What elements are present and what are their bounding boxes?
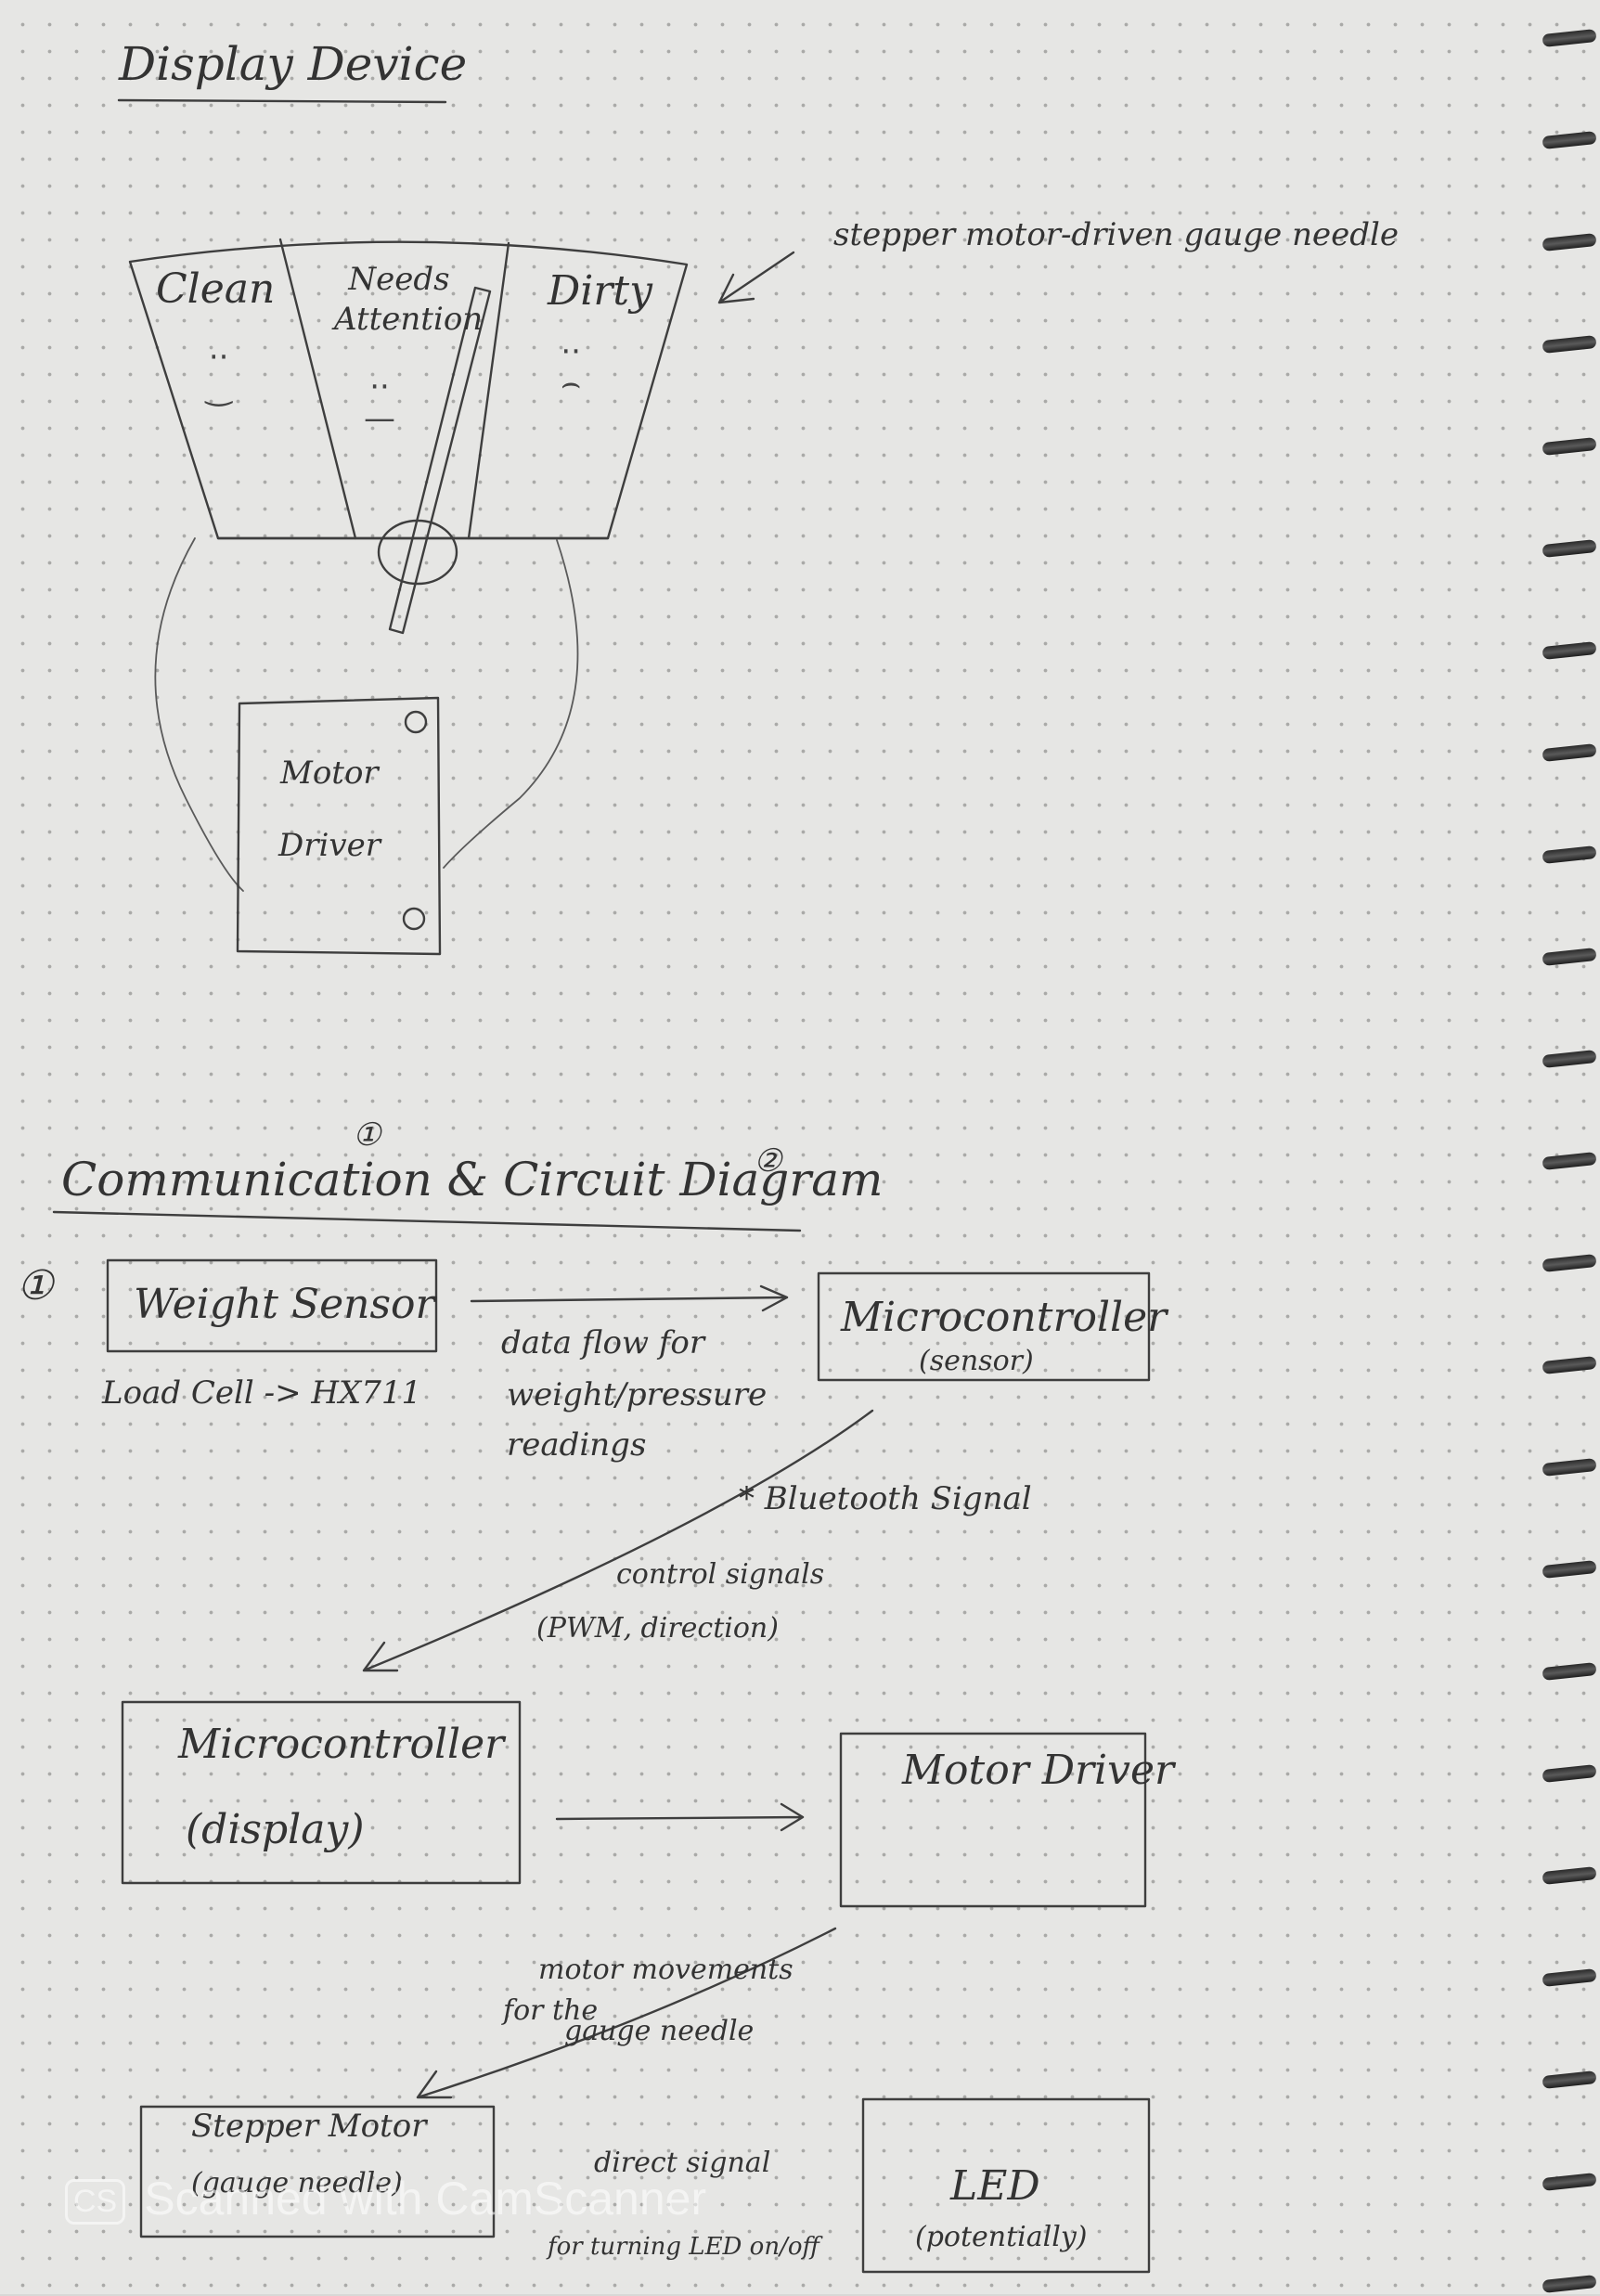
- needle-note: stepper motor-driven gauge needle: [833, 216, 1399, 253]
- zone-label-clean: Clean: [156, 265, 276, 313]
- spiral-coil: [1535, 1559, 1600, 1581]
- spiral-coil: [1535, 947, 1600, 969]
- direct-signal-note-2: for turning LED on/off: [548, 2233, 819, 2261]
- motor-movements-note-2: for the: [503, 1994, 599, 2027]
- direct-signal-note-1: direct signal: [594, 2147, 771, 2179]
- motor-movements-note-3: gauge needle: [564, 2015, 755, 2047]
- micro-display-label: Microcontroller: [178, 1721, 505, 1768]
- motor-movements-note-1: motor movements: [538, 1954, 794, 1986]
- zone-label-dirty: Dirty: [548, 267, 652, 315]
- stepper-motor-label: Stepper Motor: [191, 2108, 427, 2145]
- spiral-coil: [1535, 742, 1600, 765]
- gauge-outline: [128, 240, 689, 540]
- motor-driver-box: [839, 1732, 1147, 1908]
- wire-left: [154, 537, 244, 892]
- arrow-driver-to-stepper: [416, 1927, 837, 2099]
- spiral-coil: [1535, 1661, 1600, 1683]
- spiral-coil: [1535, 1865, 1600, 1888]
- spiral-coil: [1535, 2172, 1600, 2194]
- led-box: [861, 2097, 1151, 2274]
- scanner-watermark: CS Scanned with CamScanner: [65, 2172, 706, 2225]
- wire-right: [443, 539, 579, 869]
- data-flow-note-2: weight/pressure: [507, 1376, 768, 1413]
- led-sub: (potentially): [915, 2221, 1088, 2253]
- micro-sensor-sub: (sensor): [919, 1345, 1034, 1377]
- spiral-coil: [1535, 1355, 1600, 1377]
- spiral-coil: [1535, 1151, 1600, 1173]
- spiral-coil: [1535, 28, 1600, 50]
- bluetooth-note: * Bluetooth Signal: [739, 1480, 1032, 1517]
- spiral-coil: [1535, 334, 1600, 356]
- data-flow-note-1: data flow for: [501, 1324, 705, 1361]
- motor-driver-board: [236, 696, 442, 956]
- display-section-title: Display Device: [119, 37, 468, 91]
- motor-driver-label-line2: Driver: [278, 827, 381, 864]
- spiral-coil: [1535, 232, 1600, 254]
- motor-driver-box-label: Motor Driver: [902, 1747, 1175, 1794]
- spiral-coil: [1535, 1763, 1600, 1786]
- spiral-coil: [1535, 1049, 1600, 1071]
- spiral-coil: [1535, 1967, 1600, 1990]
- camscanner-logo-icon: CS: [65, 2179, 126, 2225]
- spiral-coil: [1535, 436, 1600, 458]
- diagram-section-title: Communication & Circuit Diagram: [61, 1153, 884, 1206]
- smiley-face-icon: ·· ‿: [206, 339, 232, 407]
- mount-hole-top: [404, 710, 428, 734]
- mount-hole-bottom: [402, 907, 426, 931]
- needle-note-arrow: [717, 251, 795, 304]
- diagram-title-underline: [52, 1210, 802, 1232]
- data-flow-note-3: readings: [507, 1426, 647, 1464]
- micro-display-box: [121, 1700, 522, 1885]
- title-marker-2: ②: [754, 1142, 782, 1180]
- spiral-coil: [1535, 130, 1600, 152]
- neutral-face-icon: ·· —: [364, 368, 395, 437]
- arrow-display-to-driver: [555, 1802, 805, 1832]
- led-label: LED: [950, 2162, 1040, 2210]
- weight-sensor-label: Weight Sensor: [134, 1281, 435, 1328]
- spiral-coil: [1535, 1253, 1600, 1275]
- spiral-binding: [1535, 0, 1600, 2294]
- gauge-sketch: [128, 238, 689, 956]
- zone-label-needs-attention: Needs Attention: [334, 261, 484, 338]
- arrow-sensor-to-micro: [470, 1284, 789, 1312]
- spiral-coil: [1535, 1457, 1600, 1479]
- watermark-text: Scanned with CamScanner: [144, 2173, 707, 2225]
- spiral-coil: [1535, 845, 1600, 867]
- gauge-hub: [377, 519, 458, 586]
- row-marker-1: ①: [17, 1262, 54, 1309]
- control-note-2: (PWM, direction): [536, 1612, 779, 1645]
- spiral-coil: [1535, 640, 1600, 663]
- spiral-coil: [1535, 538, 1600, 561]
- stepper-motor-box: [139, 2105, 496, 2238]
- gauge-divider-right: [467, 241, 510, 540]
- stepper-motor-sub: (gauge needle): [191, 2167, 403, 2199]
- spiral-coil: [1535, 2070, 1600, 2092]
- display-title-underline: [117, 98, 447, 104]
- micro-sensor-label: Microcontroller: [841, 1294, 1168, 1341]
- micro-sensor-box: [817, 1271, 1151, 1382]
- spiral-coil: [1535, 2274, 1600, 2296]
- gauge-divider-left: [278, 238, 357, 540]
- weight-sensor-box: [106, 1258, 438, 1353]
- gauge-needle: [388, 286, 492, 635]
- arrow-bluetooth: [362, 1409, 874, 1672]
- micro-display-sub: (display): [186, 1806, 365, 1853]
- motor-driver-label-line1: Motor: [280, 755, 379, 792]
- title-marker-1: ①: [353, 1116, 381, 1154]
- control-note-1: control signals: [616, 1558, 825, 1591]
- weight-sensor-note: Load Cell -> HX711: [102, 1374, 422, 1412]
- sad-face-icon: ·· ⌢: [561, 333, 582, 402]
